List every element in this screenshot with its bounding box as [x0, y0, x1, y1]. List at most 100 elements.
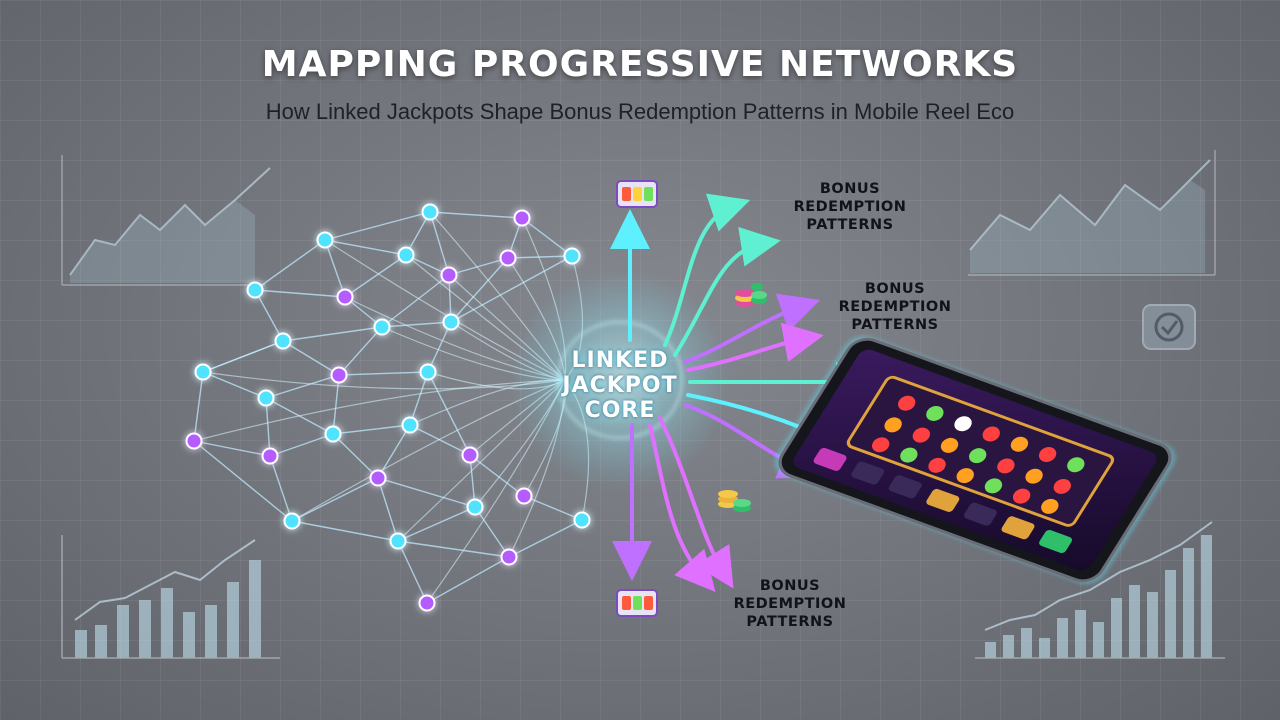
network-edge [193, 440, 271, 457]
bonus-label-line2: REDEMPTION [793, 199, 907, 215]
network-edge [332, 433, 379, 479]
network-edge [507, 255, 573, 259]
network-node [316, 231, 334, 249]
network-edge [202, 371, 267, 399]
network-node [418, 594, 436, 612]
bg-line-chart-top-right [968, 150, 1216, 276]
network-node [397, 246, 415, 264]
bg-line-chart-top-left [61, 155, 271, 286]
core-label: LINKED JACKPOT CORE [555, 348, 685, 423]
network-edge [332, 424, 411, 435]
core-glow [510, 270, 730, 490]
network-edge [397, 506, 476, 542]
arrow-up-right-1 [663, 193, 751, 347]
network-node [419, 363, 437, 381]
network-edge [450, 257, 509, 323]
network-node [421, 203, 439, 221]
network-node [246, 281, 264, 299]
network-edge [265, 397, 271, 457]
network-edge [381, 274, 450, 328]
network-edge [193, 371, 204, 442]
slot-machine-icon [616, 589, 658, 617]
network-node [466, 498, 484, 516]
network-edge [291, 477, 379, 522]
bonus-label-line3: PATTERNS [851, 317, 939, 333]
page-subtitle: How Linked Jackpots Shape Bonus Redempti… [265, 99, 1015, 124]
bg-bar-chart-bottom-right [975, 521, 1225, 659]
network-edge [429, 211, 523, 219]
network-edge [521, 217, 573, 257]
arrow-right-1 [683, 293, 821, 364]
bonus-label-line1: BONUS [759, 578, 821, 594]
network-node [373, 318, 391, 336]
core-label-line1: LINKED [571, 348, 669, 373]
network-edge [269, 433, 334, 457]
slot-reels [871, 395, 1085, 514]
core-label-line3: CORE [584, 398, 656, 423]
core-label-line2: JACKPOT [562, 373, 678, 398]
arrow-down-right-1 [648, 423, 716, 593]
network-edge [193, 440, 293, 522]
network-edge [254, 239, 326, 291]
network-edge [508, 519, 583, 558]
network-edge [377, 477, 399, 542]
network-edge [448, 257, 509, 276]
network-edge [474, 506, 510, 558]
casino-chips-icon [735, 283, 767, 307]
network-node [401, 416, 419, 434]
network-node [563, 247, 581, 265]
network-edge [254, 289, 346, 298]
network-edge [450, 255, 573, 323]
network-nodes [185, 203, 591, 612]
network-edge [282, 340, 340, 376]
network-node [369, 469, 387, 487]
network-edge [426, 556, 510, 604]
network-edge [397, 540, 428, 604]
stream-line [193, 379, 566, 442]
arrow-up-right-2 [673, 226, 781, 357]
network-edge [338, 326, 383, 376]
network-node [440, 266, 458, 284]
network-node [461, 446, 479, 464]
network-node [513, 209, 531, 227]
page-title: MAPPING PROGRESSIVE NETWORKS [261, 44, 1019, 85]
arrow-down-right-2 [658, 416, 734, 589]
network-node [389, 532, 407, 550]
network-node [324, 425, 342, 443]
network-node [257, 389, 275, 407]
network-edge [344, 254, 407, 298]
network-edge [269, 455, 293, 522]
network-edge [265, 374, 340, 399]
network-node [261, 447, 279, 465]
bonus-label-bottom: BONUS REDEMPTION PATTERNS [700, 577, 880, 631]
bonus-label-line2: REDEMPTION [838, 299, 952, 315]
network-edge [282, 326, 383, 342]
network-node [336, 288, 354, 306]
network-edge [523, 495, 583, 521]
network-edge [409, 424, 471, 456]
network-edge [377, 477, 476, 508]
bonus-label-line1: BONUS [864, 281, 926, 297]
network-node [499, 249, 517, 267]
network-edge [469, 454, 476, 508]
network-node [515, 487, 533, 505]
network-edge [332, 374, 340, 435]
network-node [185, 432, 203, 450]
network-edge [324, 211, 431, 241]
network-edge [429, 211, 450, 276]
bonus-label-middle: BONUS REDEMPTION PATTERNS [805, 280, 985, 334]
arrow-right-2 [686, 322, 824, 372]
network-edge [324, 239, 407, 256]
network-edge [409, 371, 429, 426]
network-edge [338, 371, 429, 376]
casino-chips-icon [718, 490, 751, 512]
network-edge [324, 239, 346, 298]
network-edges [193, 211, 583, 604]
bonus-label-line1: BONUS [819, 181, 881, 197]
bonus-label-line3: PATTERNS [746, 614, 834, 630]
slot-machine-icon [616, 180, 658, 208]
bg-bar-chart-bottom-left [61, 535, 280, 659]
network-edge [254, 289, 284, 342]
network-edge [202, 340, 284, 373]
